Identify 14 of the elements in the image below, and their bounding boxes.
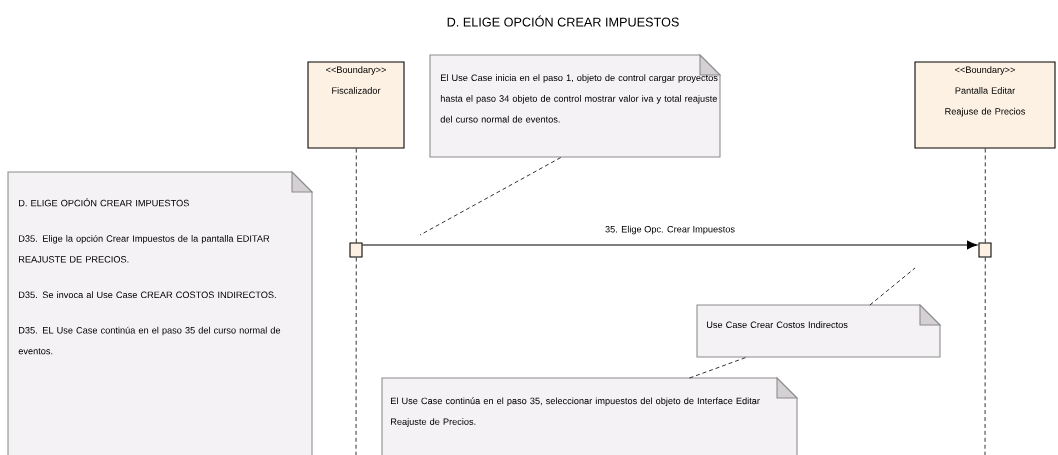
- leader-line: [419, 157, 562, 236]
- lifeline: [355, 257, 357, 455]
- lifeline-box: <<Boundary>> Pantalla Editar Reajuse de Precios: [914, 61, 1056, 149]
- title: D. ELIGE OPCIÓN CREAR IMPUESTOS: [447, 15, 679, 27]
- leader-line: [869, 267, 916, 306]
- activation-bar: [978, 242, 992, 258]
- activation-bar: [349, 242, 363, 258]
- edge-label: 35. Elige Opc. Crear Impuestos: [603, 224, 737, 236]
- lifeline: [355, 148, 357, 244]
- message-arrow: [362, 240, 978, 250]
- lifeline: [984, 257, 986, 455]
- lifeline: [984, 148, 986, 244]
- lifeline-box: <<Boundary>> Fiscalizador: [307, 61, 405, 149]
- leader-line: [689, 357, 747, 379]
